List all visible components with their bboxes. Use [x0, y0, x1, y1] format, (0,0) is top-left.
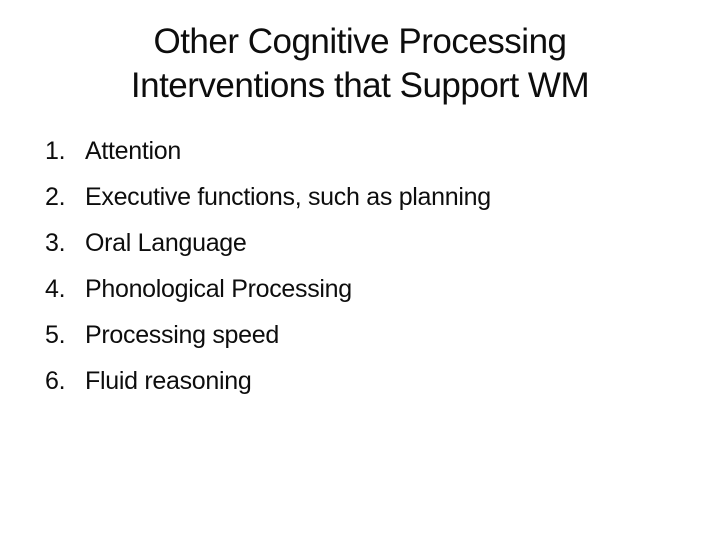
list-item-number: 6. [45, 366, 66, 395]
list-item: 3. Oral Language [45, 220, 685, 266]
list-item-number: 1. [45, 136, 66, 165]
list-item-text: Executive functions, such as planning [85, 182, 491, 211]
list-item-text: Phonological Processing [85, 274, 352, 303]
slide-title: Other Cognitive Processing Interventions… [0, 20, 720, 108]
list-item-text: Fluid reasoning [85, 366, 252, 395]
list-item: 1. Attention [45, 128, 685, 174]
list-item-number: 2. [45, 182, 66, 211]
slide-title-line-1: Other Cognitive Processing [153, 22, 567, 61]
list-item-number: 3. [45, 228, 66, 257]
list-item: 5. Processing speed [45, 312, 685, 358]
list-item: 2. Executive functions, such as planning [45, 174, 685, 220]
slide-title-line-2: Interventions that Support WM [130, 66, 590, 105]
list-item-number: 5. [45, 320, 66, 349]
list-item-text: Oral Language [85, 228, 247, 257]
list-item-text: Attention [85, 136, 181, 165]
list-item: 4. Phonological Processing [45, 266, 685, 312]
list-item: 6. Fluid reasoning [45, 358, 685, 404]
list-item-number: 4. [45, 274, 66, 303]
list-item-text: Processing speed [85, 320, 279, 349]
numbered-list: 1. Attention 2. Executive functions, suc… [45, 128, 685, 404]
